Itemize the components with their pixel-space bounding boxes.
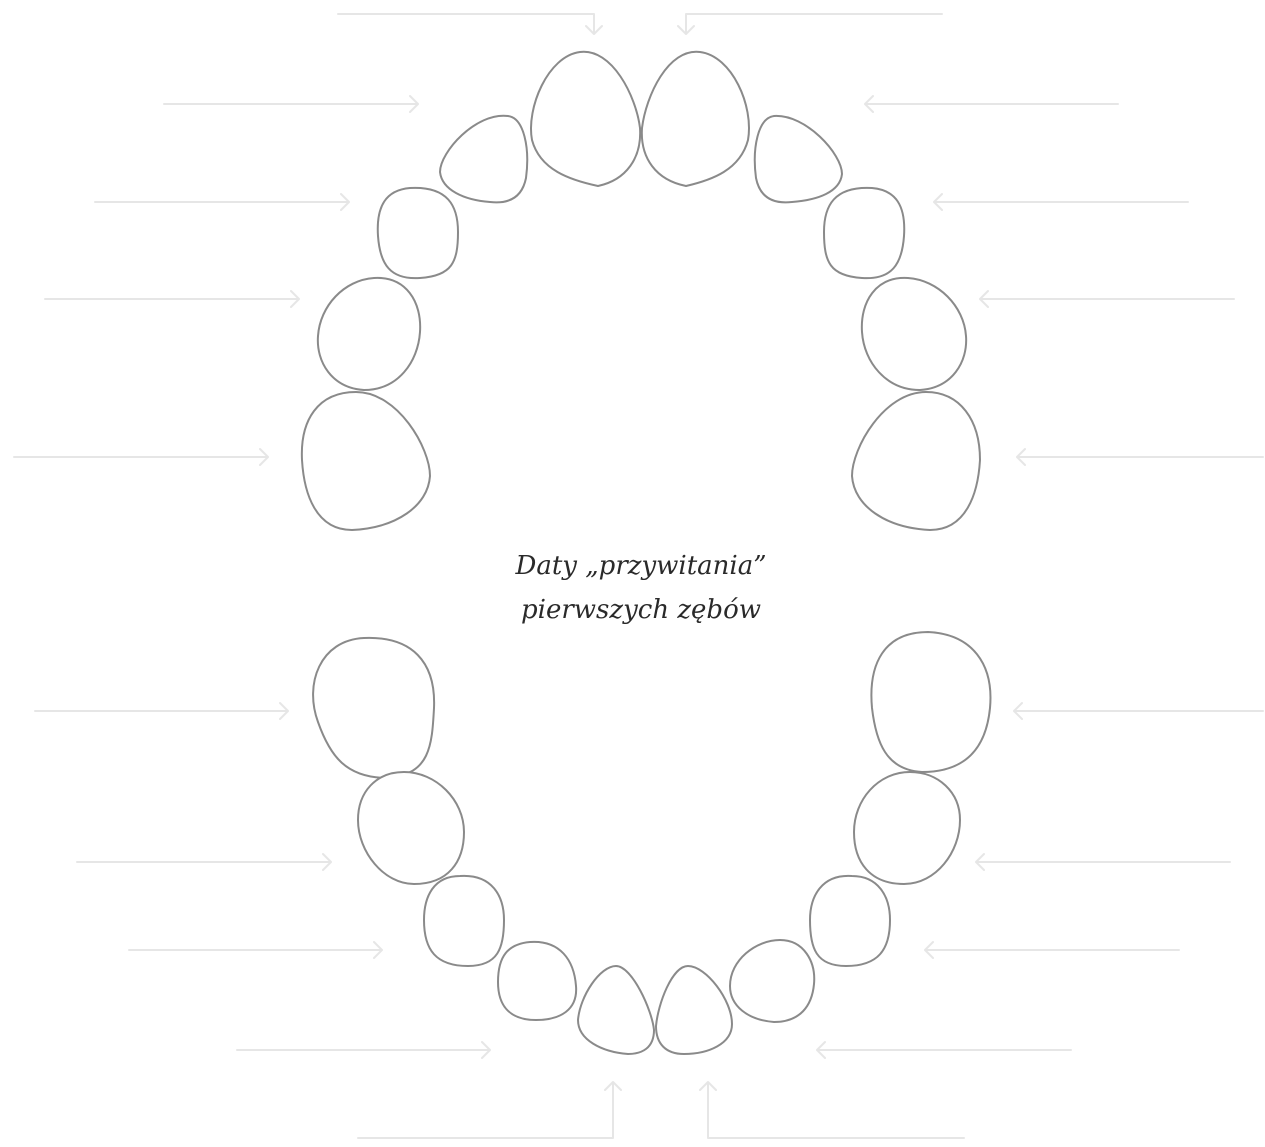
lower-canine-right-leader[interactable]: [129, 942, 382, 958]
lower-lateral-incisor-left[interactable]: [730, 940, 814, 1022]
lower-second-molar-right-leader[interactable]: [35, 703, 288, 719]
lower-central-incisor-left[interactable]: [656, 966, 732, 1054]
lower-second-molar-left[interactable]: [871, 632, 990, 772]
lower-lateral-incisor-right-leader[interactable]: [237, 1042, 490, 1058]
lower-central-incisor-right-leader[interactable]: [358, 1082, 621, 1138]
upper-first-molar-left[interactable]: [862, 278, 966, 390]
lower-first-molar-left-leader[interactable]: [976, 854, 1230, 870]
lower-canine-right[interactable]: [424, 876, 504, 966]
lower-central-incisor-right[interactable]: [578, 966, 654, 1054]
upper-central-incisor-right-leader[interactable]: [338, 14, 602, 34]
upper-lateral-incisor-right-leader[interactable]: [164, 96, 418, 112]
lower-central-incisor-left-leader[interactable]: [700, 1082, 964, 1138]
upper-central-incisor-left[interactable]: [642, 52, 749, 186]
upper-arch: [302, 52, 980, 530]
upper-first-molar-right-leader[interactable]: [45, 291, 299, 307]
lower-second-molar-left-leader[interactable]: [1014, 703, 1263, 719]
upper-second-molar-left-leader[interactable]: [1017, 449, 1263, 465]
title-line-1: Daty „przywitania”: [514, 551, 766, 581]
upper-second-molar-right-leader[interactable]: [14, 449, 268, 465]
lower-lateral-incisor-left-leader[interactable]: [817, 1042, 1071, 1058]
upper-central-incisor-right[interactable]: [531, 52, 640, 186]
upper-canine-left[interactable]: [824, 188, 904, 278]
upper-second-molar-left[interactable]: [852, 392, 980, 530]
lower-lateral-incisor-right[interactable]: [498, 942, 576, 1020]
lower-arch: [313, 632, 990, 1054]
upper-second-molar-right[interactable]: [302, 392, 430, 530]
upper-first-molar-right[interactable]: [318, 278, 420, 390]
lower-first-molar-right-leader[interactable]: [77, 854, 331, 870]
upper-canine-right[interactable]: [378, 188, 458, 278]
upper-lateral-incisor-left[interactable]: [755, 116, 842, 202]
lower-first-molar-left[interactable]: [854, 772, 960, 884]
lower-canine-left[interactable]: [810, 876, 890, 966]
upper-canine-left-leader[interactable]: [934, 194, 1188, 210]
upper-first-molar-left-leader[interactable]: [980, 291, 1234, 307]
lower-canine-left-leader[interactable]: [925, 942, 1179, 958]
diagram-title: Daty „przywitania” pierwszych zębów: [514, 551, 766, 625]
upper-central-incisor-left-leader[interactable]: [678, 14, 942, 34]
upper-canine-right-leader[interactable]: [95, 194, 349, 210]
title-line-2: pierwszych zębów: [521, 595, 761, 625]
lower-second-molar-right[interactable]: [313, 638, 434, 778]
lower-first-molar-right[interactable]: [358, 772, 464, 884]
upper-lateral-incisor-left-leader[interactable]: [865, 96, 1118, 112]
upper-lateral-incisor-right[interactable]: [440, 116, 527, 203]
